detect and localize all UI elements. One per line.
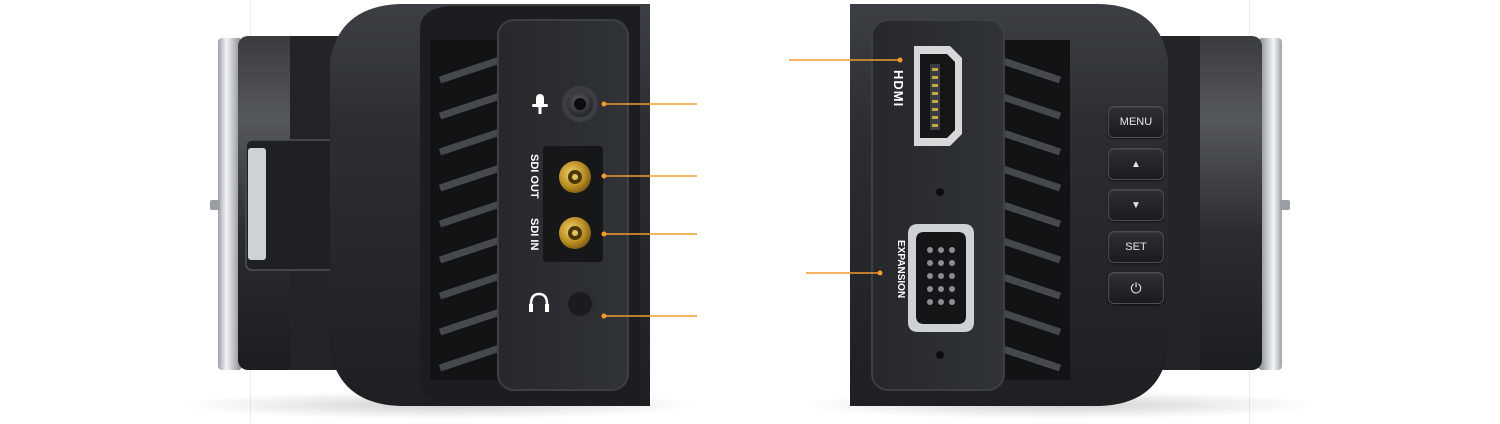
headphones-icon <box>529 292 549 312</box>
microphone-icon <box>532 94 548 114</box>
power-button: ⏻ <box>1108 272 1164 304</box>
menu-button: MENU <box>1108 106 1164 138</box>
hdmi-label: HDMI <box>891 70 906 108</box>
up-button: ▲ <box>1108 148 1164 180</box>
set-button: SET <box>1108 231 1164 263</box>
down-button: ▼ <box>1108 189 1164 221</box>
expansion-label: EXPANSION <box>895 240 906 299</box>
sdi-in-label: SDI IN <box>528 218 540 251</box>
sdi-out-label: SDI OUT <box>528 154 540 199</box>
